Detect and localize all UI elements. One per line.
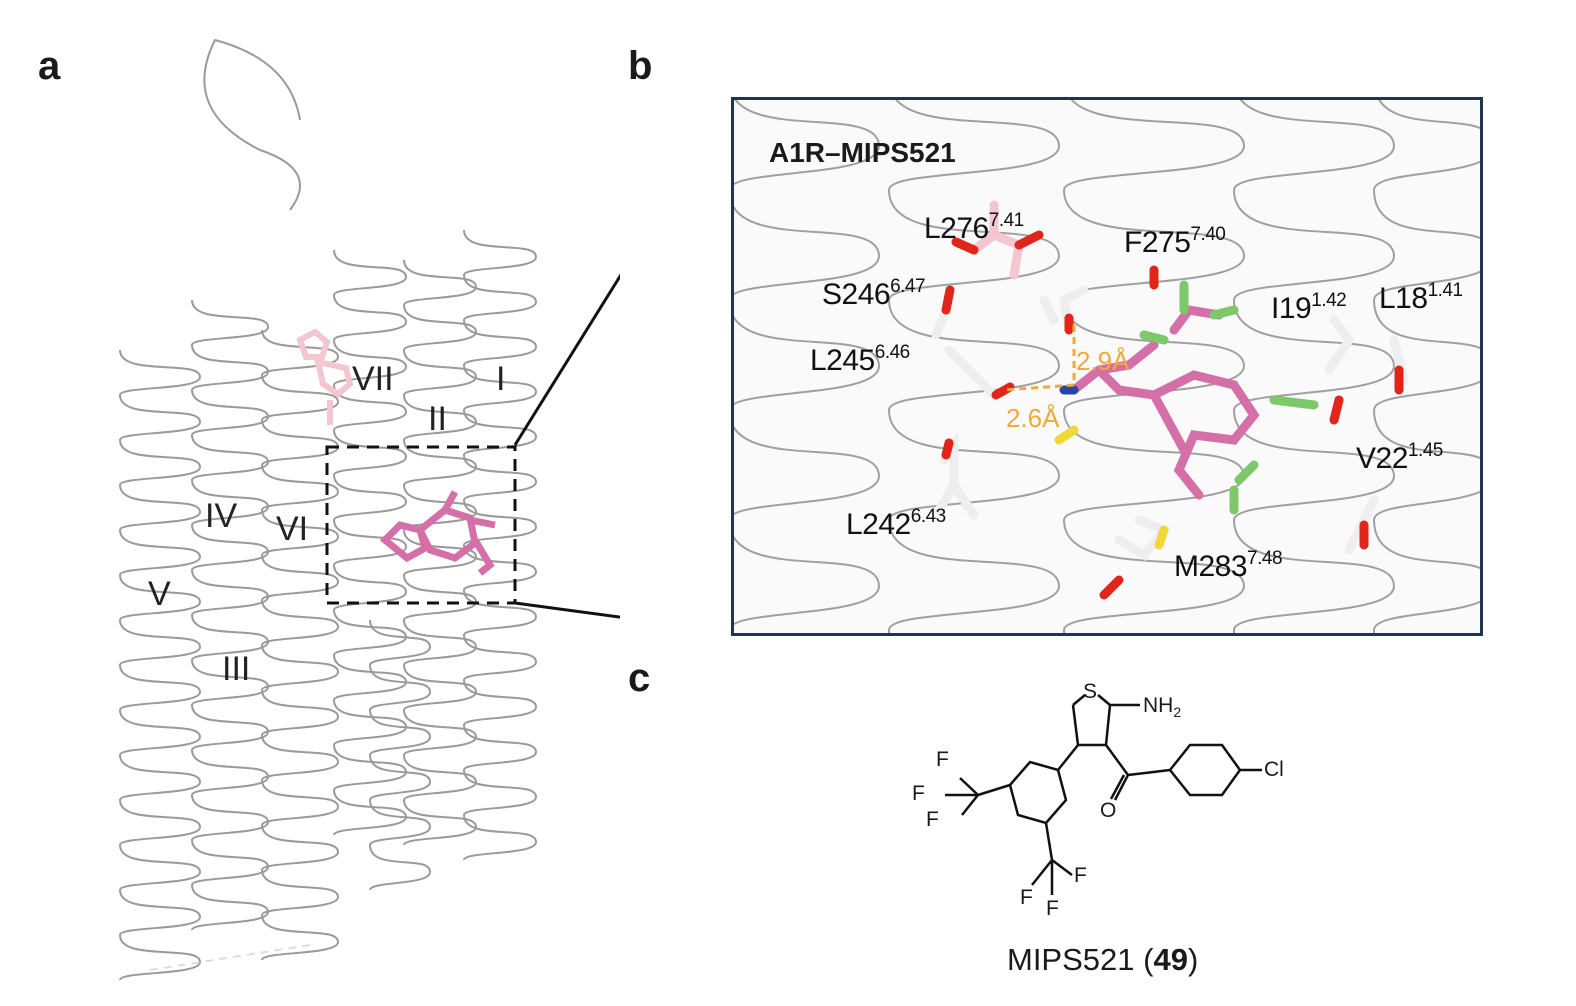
distance-label-2-9: 2.9Å <box>1076 346 1130 376</box>
atom-chlorine: Cl <box>1264 758 1284 781</box>
helix-label-i: I <box>496 360 506 398</box>
atom-fluorine: F <box>936 748 949 771</box>
amine-subscript: 2 <box>1173 704 1182 721</box>
helix-label-vii: VII <box>352 360 394 398</box>
ballesteros-weinstein-number: 7.41 <box>988 210 1024 231</box>
residue-name: V22 <box>1356 442 1408 475</box>
residue-name: L18 <box>1379 282 1428 315</box>
compound-caption: MIPS521 (49) <box>1007 942 1198 978</box>
zoom-region-box <box>325 445 517 605</box>
atom-sulfur: S <box>1083 680 1098 703</box>
distance-label-2-6: 2.6Å <box>1006 403 1060 433</box>
residue-name: L245 <box>810 344 875 377</box>
binding-site-panel: A1R–MIPS521 L2767.41 F2757.40 S2466.47 L… <box>731 97 1483 636</box>
helix-ribbon <box>1373 100 1480 633</box>
panel-label-c: c <box>628 656 651 700</box>
residue-label-l242: L2426.43 <box>846 506 946 542</box>
residue-label-m283: M2837.48 <box>1174 548 1283 584</box>
ballesteros-weinstein-number: 1.41 <box>1427 280 1463 301</box>
mips521-ligand <box>1069 305 1260 500</box>
panel-label-b: b <box>628 44 653 88</box>
residue-name: L242 <box>846 508 911 541</box>
compound-number: 49 <box>1153 942 1188 977</box>
ballesteros-weinstein-number: 1.45 <box>1407 440 1443 461</box>
ballesteros-weinstein-number: 6.43 <box>910 506 946 527</box>
ballesteros-weinstein-number: 6.46 <box>874 342 910 363</box>
hydrogen-bond-lines <box>1003 325 1076 392</box>
residue-name: F275 <box>1124 226 1191 259</box>
residue-label-l276: L2767.41 <box>924 210 1024 246</box>
residue-name: L276 <box>924 212 989 245</box>
helix-label-iii: III <box>222 650 251 688</box>
helix-ribbon <box>888 100 1060 633</box>
ballesteros-weinstein-number: 6.47 <box>890 276 926 297</box>
orthosteric-ligand <box>296 328 354 425</box>
zoom-connector-bottom <box>514 601 620 619</box>
helix-ribbon <box>1233 100 1395 633</box>
helix-label-iv: IV <box>205 497 238 535</box>
atom-fluorine: F <box>926 808 939 831</box>
ballesteros-weinstein-number: 7.40 <box>1190 224 1226 245</box>
atom-fluorine: F <box>912 782 925 805</box>
residue-label-v22: V221.45 <box>1356 440 1443 476</box>
atom-amine: NH2 <box>1143 694 1181 720</box>
helix-label-ii: II <box>428 400 447 438</box>
caption-close-paren: ) <box>1187 942 1199 977</box>
helix-ribbon <box>734 100 880 626</box>
helix-ribbon <box>119 349 201 981</box>
helix-ribbon <box>261 329 339 961</box>
residue-name: S246 <box>822 278 891 311</box>
atom-oxygen: O <box>1100 799 1117 822</box>
residue-name: M283 <box>1174 550 1248 583</box>
panel-label-a: a <box>38 44 61 88</box>
residue-label-f275: F2757.40 <box>1124 224 1226 260</box>
residue-label-l18: L181.41 <box>1379 280 1463 316</box>
fluorine-chlorine-atoms <box>1139 280 1319 515</box>
receptor-ribbon-structure <box>119 38 620 981</box>
residue-label-l245: L2456.46 <box>810 342 910 378</box>
sulfur-atom <box>1054 425 1079 445</box>
helix-ribbon <box>369 619 431 891</box>
pink-residue-sidechain <box>969 200 1025 280</box>
amine-label: NH <box>1143 694 1174 717</box>
atom-fluorine: F <box>1074 864 1087 887</box>
helix-ribbon <box>191 299 269 931</box>
helix-label-vi: VI <box>276 510 309 548</box>
binding-site-structure <box>734 100 1480 633</box>
atom-fluorine: F <box>1046 897 1059 920</box>
residue-label-s246: S2466.47 <box>822 276 926 312</box>
zoom-connector-top <box>513 273 620 446</box>
ballesteros-weinstein-number: 1.42 <box>1311 290 1347 311</box>
unresolved-segment <box>149 944 311 971</box>
complex-title: A1R–MIPS521 <box>769 137 956 168</box>
helix-ribbon <box>403 259 477 846</box>
compound-name: MIPS521 ( <box>1007 942 1154 977</box>
helix-ribbon <box>463 229 537 861</box>
residue-label-i19: I191.42 <box>1271 290 1347 326</box>
ballesteros-weinstein-number: 7.48 <box>1247 548 1283 569</box>
extracellular-loop <box>203 38 301 211</box>
atom-fluorine: F <box>1020 886 1033 909</box>
helix-label-v: V <box>148 575 171 613</box>
allosteric-ligand <box>379 490 496 576</box>
residue-name: I19 <box>1271 292 1312 325</box>
